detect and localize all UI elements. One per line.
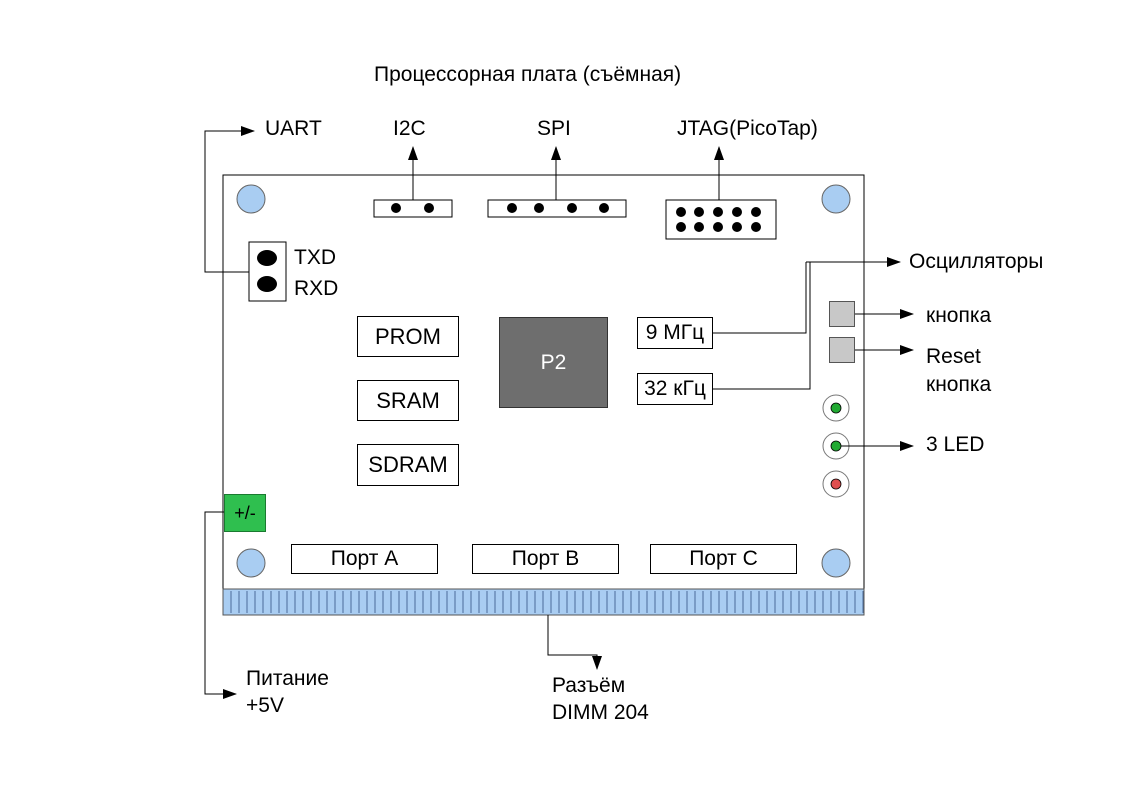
header-pin xyxy=(567,203,577,213)
port-a: Порт A xyxy=(291,544,438,574)
sram-chip: SRAM xyxy=(357,380,459,421)
led-2 xyxy=(830,440,842,452)
spi-header xyxy=(487,199,627,218)
dimm-arrow xyxy=(547,615,602,670)
prom-chip: PROM xyxy=(357,316,459,357)
header-pin xyxy=(424,203,434,213)
i2c-header xyxy=(373,199,453,218)
spi-label: SPI xyxy=(537,117,571,140)
uart-pin-rxd xyxy=(257,276,277,292)
dimm-label-line2: DIMM 204 xyxy=(552,701,649,724)
led-3 xyxy=(830,478,842,490)
txd-label: TXD xyxy=(294,246,336,269)
power-label-line1: Питание xyxy=(246,667,329,690)
i2c-label: I2C xyxy=(393,117,426,140)
dimm-label-line1: Разъём xyxy=(552,674,626,697)
power-connector: +/- xyxy=(224,494,266,532)
reset-label-line2: кнопка xyxy=(926,373,992,396)
header-pin xyxy=(534,203,544,213)
mount-hole xyxy=(821,548,851,578)
power-arrow xyxy=(204,511,237,699)
reset-label-line1: Reset xyxy=(926,345,981,368)
led-label: 3 LED xyxy=(926,433,985,456)
diagram-title: Процессорная плата (съёмная) xyxy=(374,63,682,86)
jtag-pins xyxy=(676,207,761,232)
jtag-header xyxy=(665,199,777,240)
sdram-chip: SDRAM xyxy=(357,444,459,486)
port-b: Порт B xyxy=(472,544,619,574)
header-pin xyxy=(391,203,401,213)
oscillators-label: Осцилляторы xyxy=(909,250,1044,273)
rxd-label: RXD xyxy=(294,277,339,300)
reset-button xyxy=(829,337,855,363)
cpu-chip: P2 xyxy=(499,317,608,408)
osc1-line xyxy=(712,262,807,334)
uart-label: UART xyxy=(265,117,322,140)
mount-hole xyxy=(236,548,266,578)
osc2-line xyxy=(712,262,811,390)
mount-hole xyxy=(236,184,266,214)
mount-hole xyxy=(821,184,851,214)
oscillator-32khz: 32 кГц xyxy=(637,373,713,405)
uart-pin-txd xyxy=(257,250,277,266)
uart-arrow xyxy=(204,126,255,273)
dimm-pins xyxy=(230,591,864,613)
jtag-label: JTAG(PicoTap) xyxy=(677,117,818,140)
button-label: кнопка xyxy=(926,304,992,327)
user-button xyxy=(829,301,855,327)
oscillator-9mhz: 9 МГц xyxy=(637,317,713,349)
power-label-line2: +5V xyxy=(246,694,284,717)
header-pin xyxy=(507,203,517,213)
port-c: Порт C xyxy=(650,544,797,574)
led-1 xyxy=(830,402,842,414)
header-pin xyxy=(599,203,609,213)
